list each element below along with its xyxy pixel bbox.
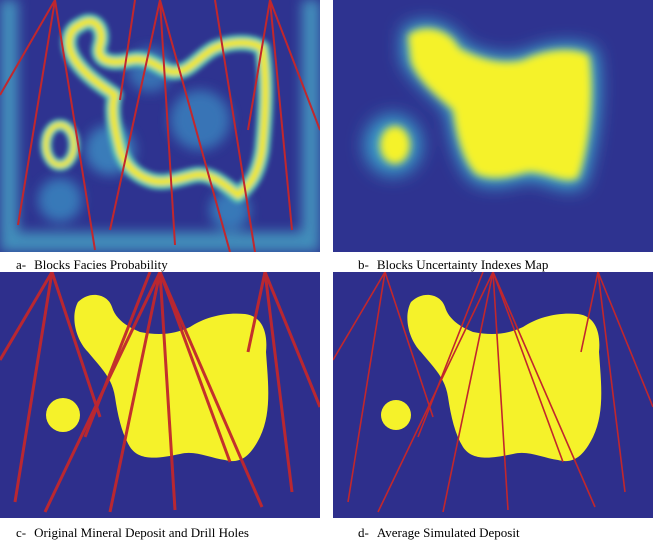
deposit-satellite-d [381,400,411,430]
caption-b-label: b- [358,257,369,272]
drill-holes-a [0,0,320,252]
caption-a: a- Blocks Facies Probability [16,257,168,272]
caption-b: b- Blocks Uncertainty Indexes Map [358,257,548,272]
caption-b-text: Blocks Uncertainty Indexes Map [376,257,549,272]
caption-c: c- Original Mineral Deposit and Drill Hol… [16,525,249,540]
deposit-body-d [407,294,602,462]
facies-probability-map [0,0,320,252]
simulated-deposit-map [333,272,653,518]
caption-a-label: a- [16,257,27,272]
panel-c-original-deposit [0,272,320,518]
caption-d-text: Average Simulated Deposit [376,525,520,540]
deposit-satellite-c [46,398,80,432]
original-deposit-map [0,272,320,518]
uncertainty-index-map [333,0,653,252]
caption-a-text: Blocks Facies Probability [34,257,168,272]
caption-d-label: d- [358,525,369,540]
caption-d: d- Average Simulated Deposit [358,525,520,540]
panel-d-simulated-deposit [333,272,653,518]
drill-holes-c [0,272,320,513]
drill-holes-d [333,272,653,513]
panel-a-facies-probability [0,0,320,252]
caption-c-label: c- [16,525,27,540]
panel-b-uncertainty-map [333,0,653,252]
caption-c-text: Original Mineral Deposit and Drill Holes [34,525,249,540]
deposit-body-c [74,294,269,462]
